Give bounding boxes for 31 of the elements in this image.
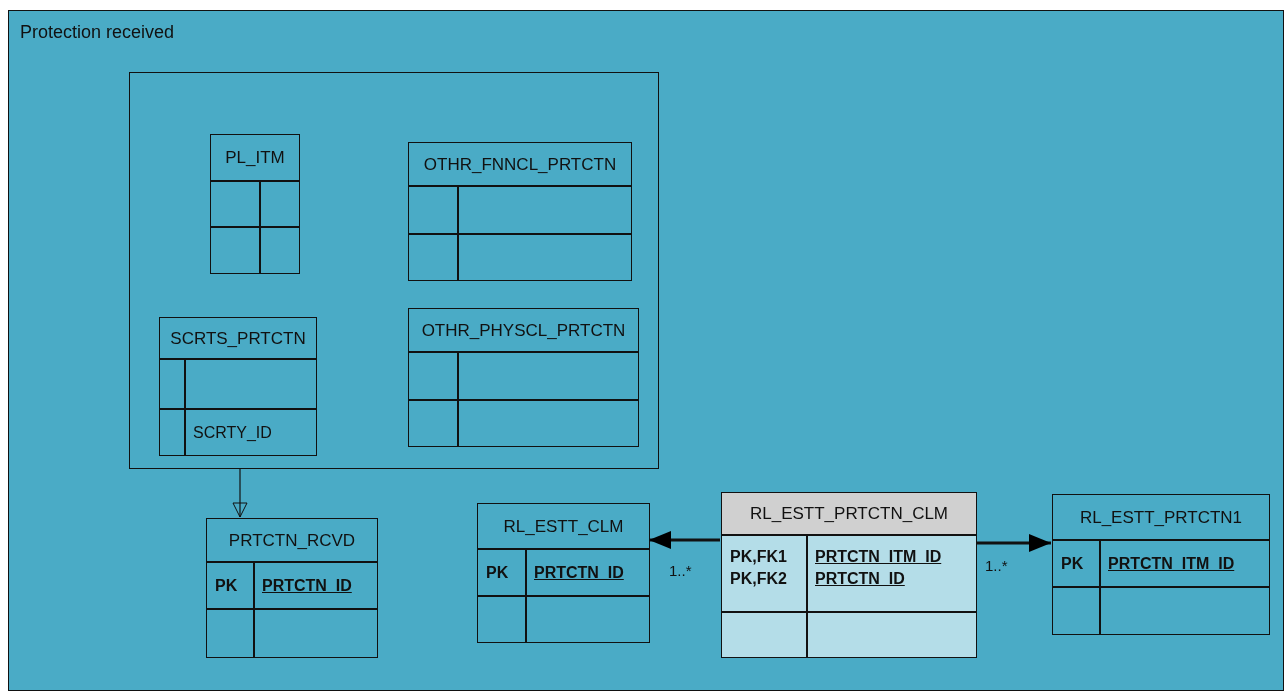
entity-table: [210, 134, 300, 274]
entity-table: [721, 492, 977, 658]
column-name: SCRTY_ID: [193, 422, 272, 443]
group-frame: [129, 72, 659, 469]
key-label: PK: [486, 562, 509, 583]
table-name: SCRTS_PRTCTN: [169, 327, 307, 350]
table-name: RL_ESTT_PRTCTN1: [1078, 506, 1244, 529]
key-column-name: PRTCTN_ITM_ID: [1108, 553, 1235, 574]
table-name: RL_ESTT_CLM: [502, 515, 625, 538]
entity-table: [408, 142, 632, 281]
entity-table: [159, 317, 317, 456]
connector-arrow: [976, 534, 1051, 552]
frame-title: Protection received: [20, 21, 175, 43]
connector-arrow: [232, 467, 248, 518]
table-name: OTHR_PHYSCL_PRTCTN: [420, 319, 627, 342]
entity-table: [206, 518, 378, 658]
key-label: PK: [215, 575, 238, 596]
key-label: PK: [1061, 553, 1084, 574]
diagram-frame: [8, 10, 1284, 691]
key-column-name: PRTCTN_ID: [262, 575, 352, 596]
table-name: OTHR_FNNCL_PRTCTN: [422, 153, 618, 176]
entity-table: [1052, 494, 1270, 635]
key-label: PK,FK1 PK,FK2: [730, 547, 788, 589]
entity-table: [408, 308, 639, 447]
key-column-name: PRTCTN_ITM_ID PRTCTN_ID: [815, 547, 943, 589]
key-column-name: PRTCTN_ID: [534, 562, 624, 583]
table-name: PL_ITM: [224, 147, 286, 169]
entity-table: [477, 503, 650, 643]
table-name: RL_ESTT_PRTCTN_CLM: [748, 503, 950, 525]
table-name: PRTCTN_RCVD: [227, 529, 357, 552]
connector-arrow: [649, 531, 720, 549]
